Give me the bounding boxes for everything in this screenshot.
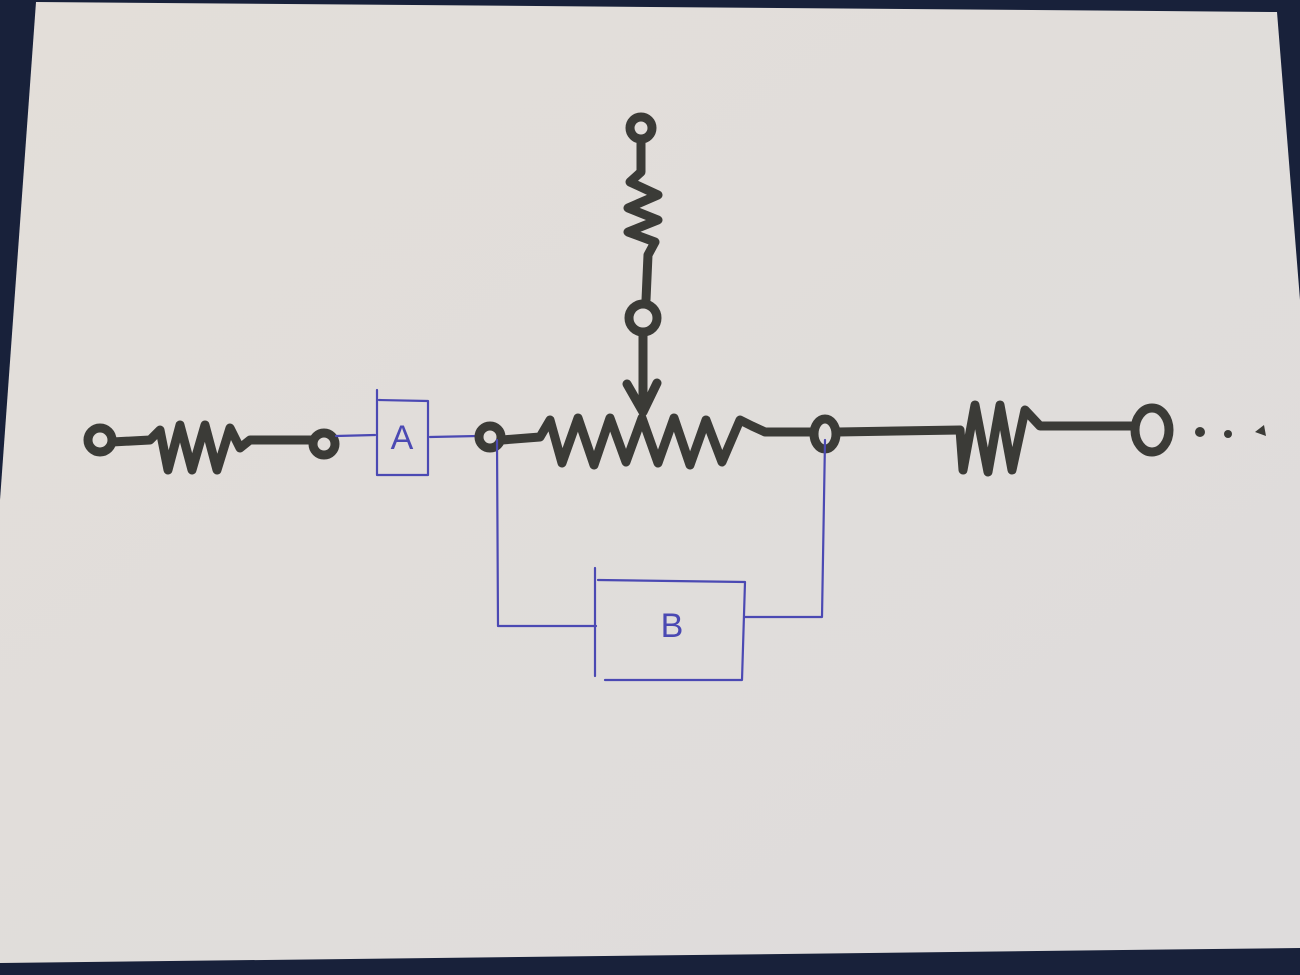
right-terminal	[1130, 403, 1174, 457]
node-1	[308, 428, 340, 460]
component-b-label: B	[661, 607, 684, 645]
wiper-arrow	[622, 327, 662, 417]
continuation-dots	[1195, 425, 1266, 438]
wire-from-a	[428, 434, 480, 439]
component-a-label: A	[391, 419, 414, 457]
potentiometer-resistor	[497, 413, 815, 470]
wire-right	[833, 425, 965, 437]
resistor-r1	[107, 420, 317, 475]
resistor-r3	[955, 400, 1140, 477]
component-b: B	[593, 566, 747, 682]
wire-b-right	[743, 438, 827, 619]
resistor-r2	[623, 135, 663, 305]
wire-to-a	[334, 433, 377, 438]
wire-b-left	[495, 438, 598, 628]
component-a: A	[375, 388, 430, 477]
